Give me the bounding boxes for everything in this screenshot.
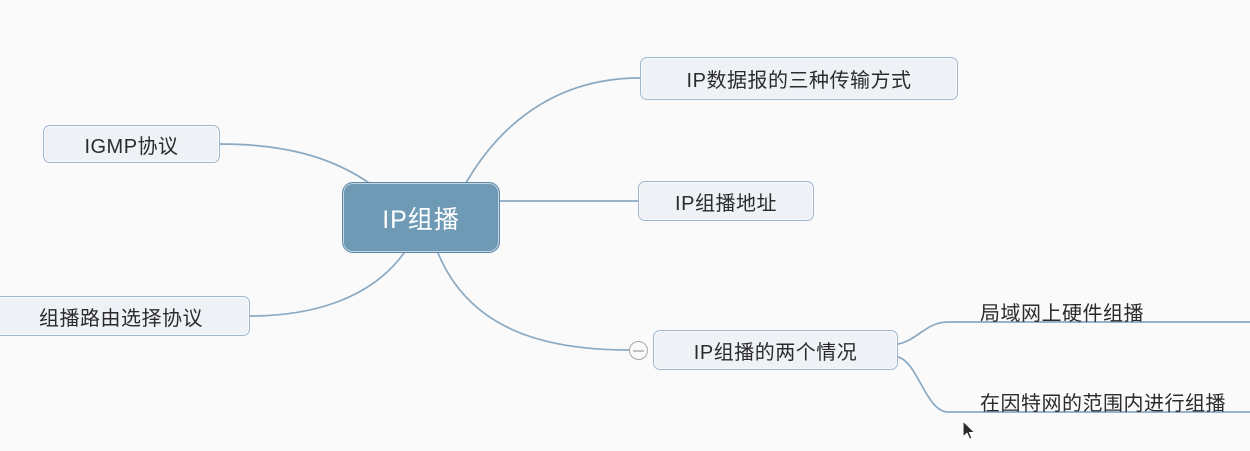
branch-node-multicast-routing[interactable]: 组播路由选择协议 — [0, 296, 250, 336]
edge-root-to-multicast-routing — [249, 252, 405, 317]
branch-node-two-cases-label: IP组播的两个情况 — [693, 341, 858, 364]
edge-root-to-igmp — [219, 143, 373, 186]
branch-node-three-transmission[interactable]: IP数据报的三种传输方式 — [640, 57, 958, 100]
edge-root-to-three-transmission — [461, 77, 641, 191]
branch-node-three-transmission-label: IP数据报的三种传输方式 — [686, 70, 912, 92]
leaf-node-internet-scope-multicast[interactable]: 在因特网的范围内进行组播 — [980, 387, 1226, 416]
leaf-node-internet-scope-multicast-label: 在因特网的范围内进行组播 — [980, 393, 1226, 415]
root-node-label: IP组播 — [382, 205, 460, 234]
root-node-ip-multicast[interactable]: IP组播 — [342, 182, 500, 253]
branch-node-multicast-address-label: IP组播地址 — [675, 192, 777, 215]
branch-node-igmp-label: IGMP协议 — [84, 135, 179, 158]
leaf-node-lan-hardware-multicast[interactable]: 局域网上硬件组播 — [980, 297, 1144, 326]
branch-node-two-cases[interactable]: IP组播的两个情况 — [653, 330, 898, 370]
branch-node-igmp[interactable]: IGMP协议 — [43, 125, 220, 163]
branch-node-multicast-address[interactable]: IP组播地址 — [638, 181, 814, 221]
mouse-cursor-icon — [962, 420, 976, 440]
edge-root-to-two-cases — [437, 252, 630, 351]
leaf-node-lan-hardware-multicast-label: 局域网上硬件组播 — [980, 303, 1144, 325]
minus-circle-icon[interactable] — [629, 341, 648, 360]
branch-node-multicast-routing-label: 组播路由选择协议 — [39, 307, 203, 330]
